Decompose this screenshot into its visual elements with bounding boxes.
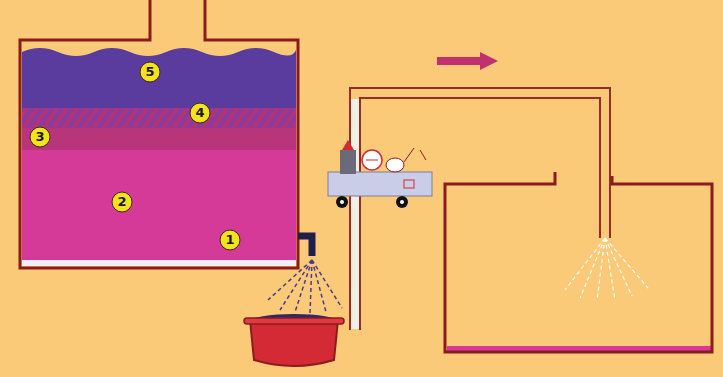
pot <box>250 320 338 366</box>
lower-layer <box>22 150 296 262</box>
callout-circle <box>30 62 240 250</box>
outlet-tap <box>298 236 312 256</box>
callout-number: 3 <box>35 130 44 144</box>
hatched-layer <box>22 108 296 128</box>
pump <box>328 140 432 208</box>
callout-number: 5 <box>145 65 154 79</box>
spray <box>565 238 648 300</box>
receiving-tank <box>445 172 712 352</box>
callout-number: 2 <box>117 195 126 209</box>
callout-number: 1 <box>225 233 234 247</box>
middle-layer <box>22 128 296 150</box>
spray <box>268 260 342 314</box>
bottom-layer <box>22 260 296 266</box>
pipe <box>350 88 610 330</box>
flow-arrow <box>437 52 498 70</box>
top-layer <box>22 48 296 128</box>
receiving-layer <box>447 346 711 351</box>
callout-number: 4 <box>195 106 204 120</box>
tank-outline <box>20 0 298 268</box>
